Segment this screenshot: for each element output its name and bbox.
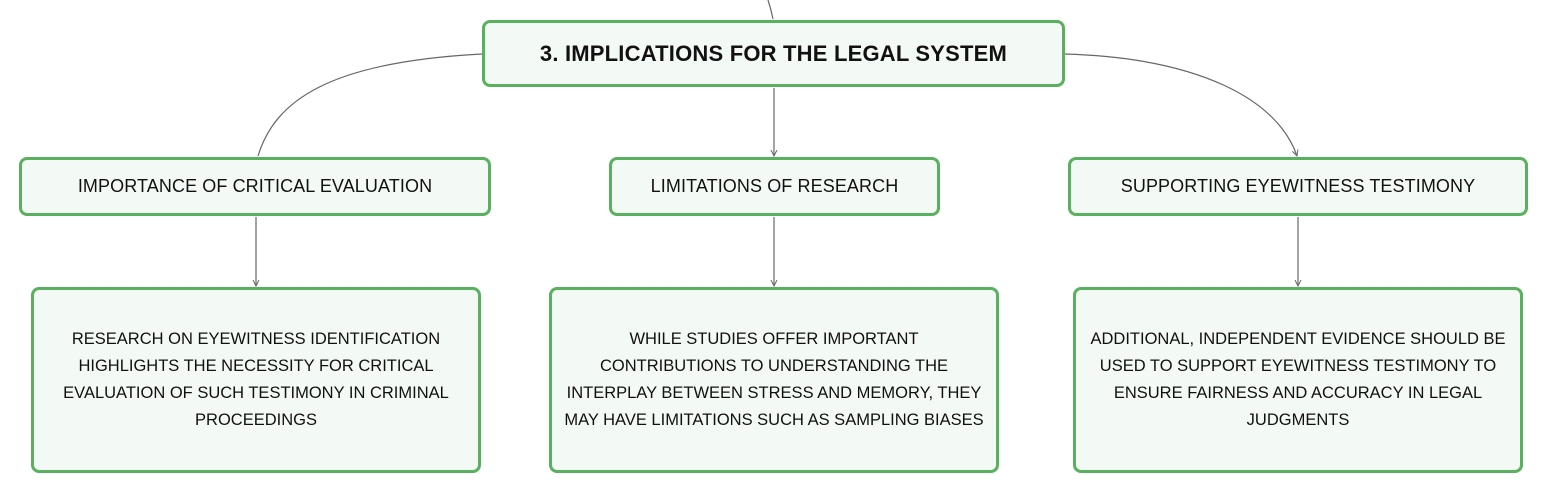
leaf-text: RESEARCH ON EYEWITNESS IDENTIFICATION HI…: [63, 330, 449, 429]
root-title: 3. IMPLICATIONS FOR THE LEGAL SYSTEM: [539, 40, 1008, 66]
root-node[interactable]: 3. IMPLICATIONS FOR THE LEGAL SYSTEM: [482, 20, 1065, 87]
branch-node-critical-evaluation[interactable]: IMPORTANCE OF CRITICAL EVALUATION: [19, 157, 491, 216]
branch-node-supporting-testimony[interactable]: SUPPORTING EYEWITNESS TESTIMONY: [1068, 157, 1528, 216]
leaf-node-supporting-testimony-detail[interactable]: ADDITIONAL, INDEPENDENT EVIDENCE SHOULD …: [1073, 287, 1523, 473]
branch-label: LIMITATIONS OF RESEARCH: [650, 176, 899, 196]
leaf-node-critical-evaluation-detail[interactable]: RESEARCH ON EYEWITNESS IDENTIFICATION HI…: [31, 287, 481, 473]
branch-label: IMPORTANCE OF CRITICAL EVALUATION: [77, 176, 433, 196]
branch-node-limitations-of-research[interactable]: LIMITATIONS OF RESEARCH: [609, 157, 940, 216]
leaf-text: ADDITIONAL, INDEPENDENT EVIDENCE SHOULD …: [1090, 330, 1506, 429]
connector-root-to-branch-3: [1064, 53, 1297, 156]
branch-label: SUPPORTING EYEWITNESS TESTIMONY: [1120, 176, 1476, 196]
leaf-text: WHILE STUDIES OFFER IMPORTANT CONTRIBUTI…: [564, 330, 984, 429]
connector-root-to-branch-1: [257, 53, 483, 157]
leaf-node-limitations-detail[interactable]: WHILE STUDIES OFFER IMPORTANT CONTRIBUTI…: [549, 287, 999, 473]
connector-from-parent: [767, 0, 774, 20]
